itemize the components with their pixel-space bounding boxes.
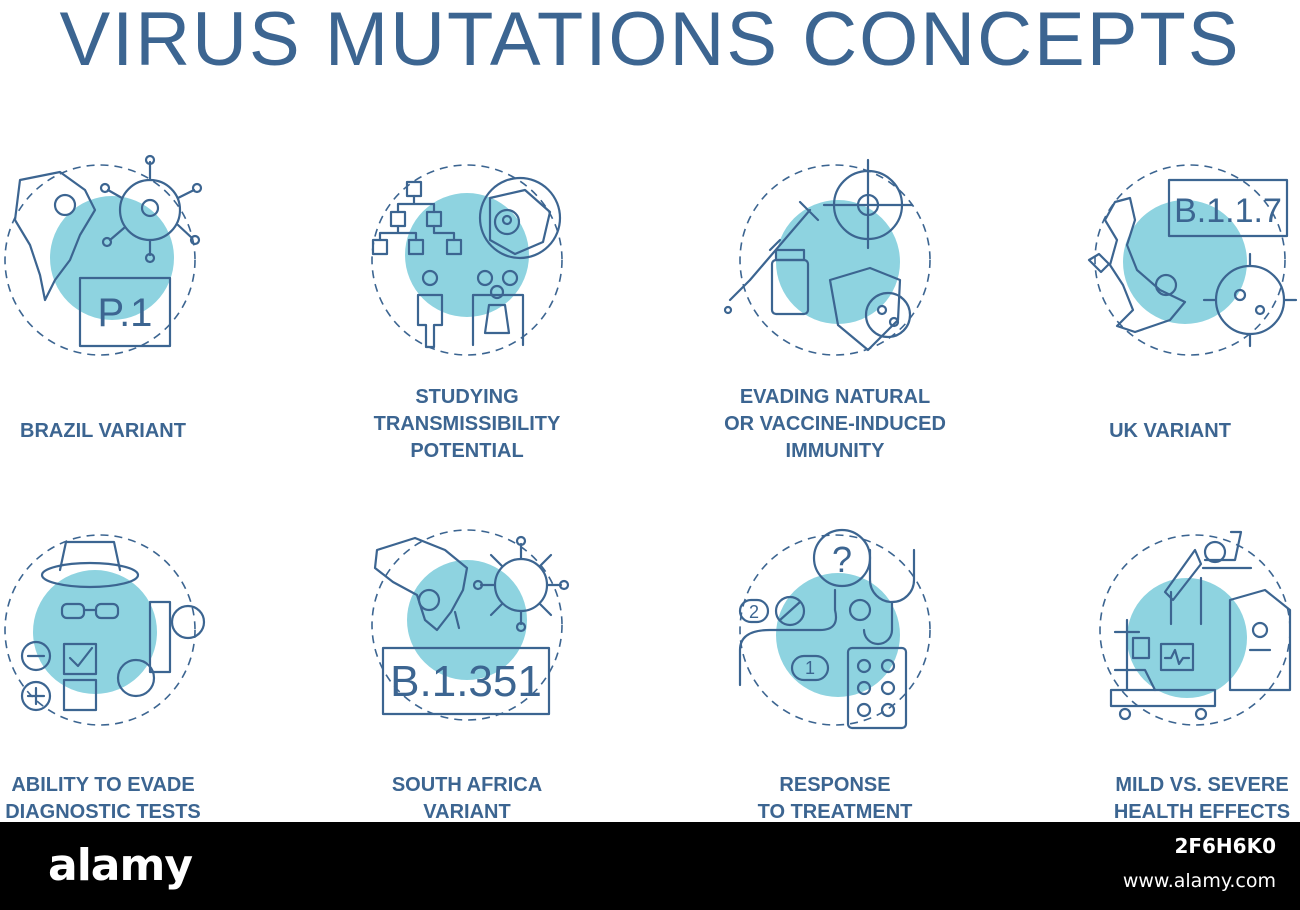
alamy-logo: alamy (48, 840, 193, 891)
brazil-map-virus-icon: P.1 (0, 150, 230, 370)
concept-label-response-to-treatment: RESPONSE TO TREATMENT (757, 774, 913, 823)
page-title: VIRUS MUTATIONS CONCEPTS (59, 0, 1241, 82)
concept-label-uk-variant: UK VARIANT (1109, 420, 1231, 442)
concept-label-evade-diagnostic-tests: ABILITY TO EVADE DIAGNOSTIC TESTS (5, 774, 201, 823)
footer-url-text: www.alamy.com (1122, 870, 1276, 892)
treatment-step-text: 2 (749, 602, 759, 622)
variant-code-text: B.1.351 (390, 657, 542, 706)
disguised-virus-test-icon (0, 520, 230, 740)
variant-code-text: B.1.1.7 (1174, 192, 1282, 230)
variant-code-text: P.1 (98, 291, 153, 335)
watermark-footer: alamy 2F6H6K0 www.alamy.com (0, 822, 1300, 910)
svg-text:?: ? (832, 539, 852, 580)
image-id-text: 2F6H6K0 (1174, 834, 1276, 858)
uk-map-virus-icon: B.1.1.7 (1075, 150, 1300, 370)
concept-label-south-africa-variant: SOUTH AFRICA VARIANT (391, 774, 543, 823)
concept-label-brazil-variant: BRAZIL VARIANT (20, 420, 186, 442)
africa-map-virus-icon: B.1.351 (355, 520, 585, 740)
concept-label-mild-vs-severe: MILD VS. SEVERE HEALTH EFFECTS (1113, 774, 1291, 823)
concept-label-transmissibility: STUDYING TRANSMISSIBILITY POTENTIAL (373, 386, 561, 462)
transmissibility-network-icon (355, 150, 585, 370)
treatment-step-text: 1 (805, 658, 815, 678)
hospital-bed-icon (1075, 520, 1300, 740)
stethoscope-pills-icon: ? 2 1 (720, 520, 950, 740)
syringe-shield-virus-icon (720, 150, 950, 370)
concept-label-evading-immunity: EVADING NATURAL OR VACCINE-INDUCED IMMUN… (724, 386, 946, 462)
